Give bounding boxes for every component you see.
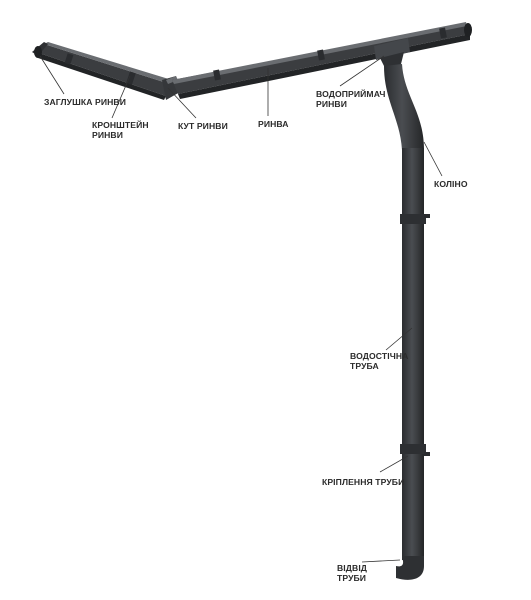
leader-pipe-outlet xyxy=(361,559,401,563)
label-elbow: КОЛІНО xyxy=(434,179,468,189)
leader-pipe-clip xyxy=(379,455,409,473)
leader-gutter-end-cap xyxy=(39,55,65,95)
label-gutter: РИНВА xyxy=(258,119,289,129)
label-pipe-clip: КРІПЛЕННЯ ТРУБИ xyxy=(322,477,405,487)
leader-downpipe xyxy=(385,327,413,351)
label-downpipe: ВОДОСТІЧНА ТРУБА xyxy=(350,351,409,372)
pipe-outlet xyxy=(396,556,424,580)
label-gutter-end-cap: ЗАГЛУШКА РИНВИ xyxy=(44,97,126,107)
gutter-end-cap xyxy=(32,42,48,58)
label-gutter-bracket: КРОНШТЕЙН РИНВИ xyxy=(92,120,149,141)
label-gutter-corner: КУТ РИНВИ xyxy=(178,121,228,131)
gutter-right-section xyxy=(172,22,472,99)
leader-gutter-corner xyxy=(167,87,197,119)
label-pipe-outlet: ВІДВІД ТРУБИ xyxy=(337,563,368,584)
leader-gutter-bracket xyxy=(111,75,131,119)
gutter-brackets xyxy=(64,27,447,85)
gutter-left-section xyxy=(36,42,172,100)
leader-gutter-outlet xyxy=(339,55,385,87)
leader-elbow xyxy=(423,141,443,177)
elbow xyxy=(384,64,424,150)
label-gutter-outlet: ВОДОПРИЙМАЧ РИНВИ xyxy=(316,89,386,110)
downpipe xyxy=(400,148,430,560)
